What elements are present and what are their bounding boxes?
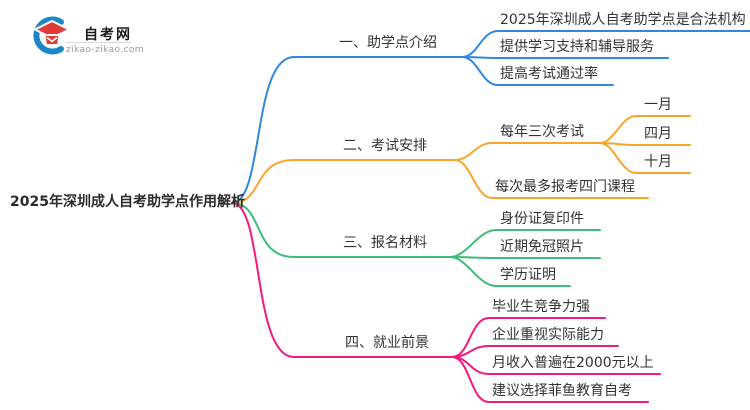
branch4-leaf1-label: 毕业生竞争力强 (492, 299, 590, 315)
cap-ribbon (46, 36, 58, 43)
branch1-leaf3-line (461, 56, 614, 86)
branch3-leaf3-label: 学历证明 (500, 267, 556, 283)
branch4-trunk-line (231, 202, 453, 358)
branch2-leaf2-line (454, 159, 649, 199)
logo-swoosh (33, 16, 64, 55)
branch2-month1-line (599, 115, 691, 144)
branch1-leaf1-label: 2025年深圳成人自考助学点是合法机构 (500, 12, 746, 28)
logo-title: 自考网 (84, 27, 132, 43)
branch3-leaf2-line (449, 256, 601, 259)
branch2-month2-line (599, 142, 691, 146)
branch1-leaf2-label: 提供学习支持和辅导服务 (500, 39, 654, 55)
branch2-label: 二、考试安排 (343, 138, 427, 154)
branch3-leaf2-label: 近期免冠照片 (500, 239, 584, 255)
branch1-leaf3-label: 提高考试通过率 (500, 66, 598, 82)
branch4-leaf4-label: 建议选择菲鱼教育自考 (492, 383, 632, 399)
branch4-leaf3-label: 月收入普遍在2000元以上 (492, 355, 654, 371)
graduation-cap-icon (32, 16, 72, 55)
branch4-label: 四、就业前景 (345, 335, 429, 351)
branch1-leaf2-line (461, 56, 669, 59)
branch2-leaf2-label: 每次最多报考四门课程 (495, 179, 635, 195)
branch3-label: 三、报名材料 (343, 235, 427, 251)
branch3-leaf1-label: 身份证复印件 (500, 211, 584, 227)
branch4-leaf4-line (451, 356, 649, 403)
branch1-trunk-line (231, 56, 463, 204)
logo-divider (66, 42, 132, 43)
logo-domain: zikao-zikao.com (66, 45, 144, 55)
branch2-month1-label: 一月 (644, 97, 672, 113)
branch3-trunk-line (231, 202, 451, 258)
branch2-leaf1-line (454, 142, 601, 161)
cap-base (43, 34, 61, 46)
branch2-leaf1-label: 每年三次考试 (500, 124, 584, 140)
branch2-month2-label: 四月 (644, 126, 672, 142)
branch2-month3-line (599, 142, 691, 174)
root-node-label: 2025年深圳成人自考助学点作用解析 (10, 194, 245, 210)
branch2-trunk-line (231, 159, 456, 204)
branch2-month3-label: 十月 (644, 154, 672, 170)
branch4-leaf2-label: 企业重视实际能力 (492, 327, 604, 343)
branch3-leaf3-line (449, 256, 571, 287)
branch1-label: 一、助学点介绍 (339, 35, 437, 51)
